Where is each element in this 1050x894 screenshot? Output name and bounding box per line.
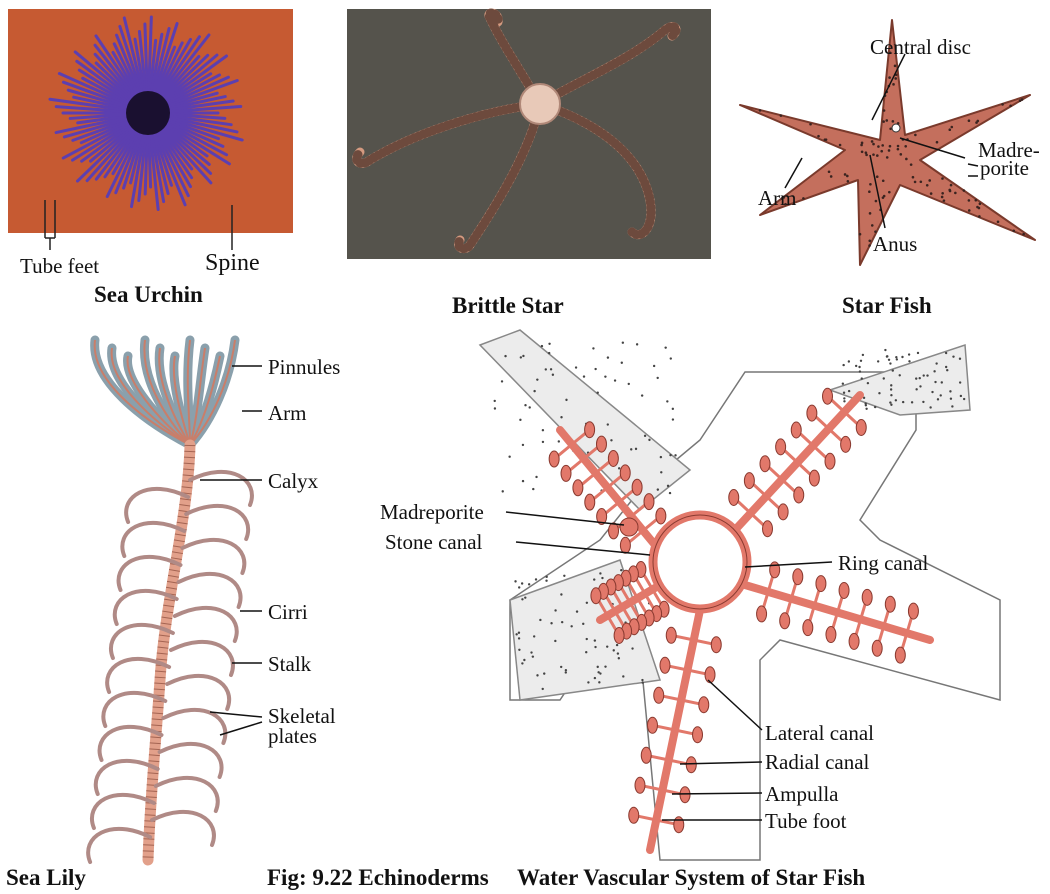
madreporite-label: Madreporite: [380, 502, 484, 523]
sea-urchin-title: Sea Urchin: [94, 283, 203, 306]
sea-lily-title: Sea Lily: [6, 866, 86, 889]
tube-foot-label: Tube foot: [765, 811, 847, 832]
ring-canal-label: Ring canal: [838, 553, 928, 574]
anus-label: Anus: [873, 234, 917, 255]
spine-label: Spine: [205, 251, 260, 275]
lateral-canal-label: Lateral canal: [765, 723, 874, 744]
ampulla-label: Ampulla: [765, 784, 839, 805]
tube-feet-label: Tube feet: [20, 256, 99, 277]
star-fish-title: Star Fish: [842, 294, 932, 317]
pinnules-label: Pinnules: [268, 357, 340, 378]
water-vascular-title: Water Vascular System of Star Fish: [517, 866, 865, 889]
skeletal-plates-label-line2: plates: [268, 726, 317, 747]
sea-urchin-photo: [8, 9, 293, 250]
madreporite-label-line2: porite: [980, 158, 1029, 179]
water-vascular-drawing: [480, 330, 1000, 860]
sea-lily-arm-label: Arm: [268, 403, 307, 424]
central-disc-label: Central disc: [870, 37, 971, 58]
calyx-label: Calyx: [268, 471, 318, 492]
brittle-star-title: Brittle Star: [452, 294, 564, 317]
stalk-label: Stalk: [268, 654, 311, 675]
stone-canal-label: Stone canal: [385, 532, 482, 553]
starfish-arm-label: Arm: [758, 188, 797, 209]
sea-lily-drawing: [88, 340, 262, 862]
radial-canal-label: Radial canal: [765, 752, 869, 773]
cirri-label: Cirri: [268, 602, 308, 623]
brittle-star-photo: [347, 9, 711, 259]
figure-caption: Fig: 9.22 Echinoderms: [267, 866, 489, 889]
